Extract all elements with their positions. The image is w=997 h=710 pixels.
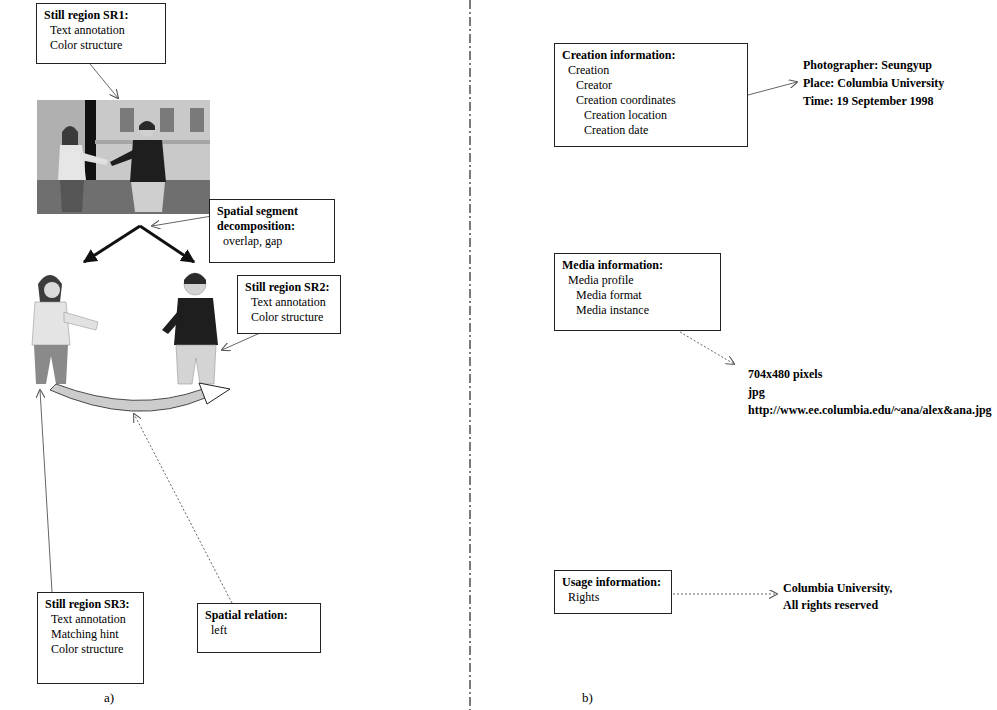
value-text: Columbia University, [783,581,892,596]
value-text: 704x480 pixels [748,367,822,382]
box-item: Creation location [562,108,739,123]
box-heading: Still region SR2: [245,280,332,295]
leader-line [90,64,118,98]
box-item: left [205,623,312,638]
box-item: Creation coordinates [562,93,739,108]
description-box: Creation information:CreationCreatorCrea… [554,43,748,147]
box-item: Creation [562,63,739,78]
box-heading: Still region SR1: [44,8,157,23]
divider [469,0,470,710]
panel-label: b) [582,690,593,705]
box-item: Rights [562,590,663,605]
box-item: overlap, gap [217,234,326,249]
box-heading: Spatial segment decomposition: [217,204,326,234]
box-item: Creator [562,78,739,93]
relation-arrow [50,384,205,411]
box-item: Color structure [45,642,135,657]
value-text: Place: Columbia University [803,76,944,91]
pointer-line [665,594,777,595]
value-text: jpg [748,385,765,400]
box-heading: Spatial relation: [205,608,312,623]
panel-label: a) [104,690,114,705]
box-heading: Usage information: [562,575,663,590]
box-item: Color structure [44,38,157,53]
box-item: Color structure [245,310,332,325]
figure-left [32,275,98,384]
box-item: Matching hint [45,627,135,642]
leader-line [222,333,260,350]
leader-line [152,216,212,226]
description-box: Media information:Media profileMedia for… [554,253,721,331]
description-box: Still region SR1:Text annotationColor st… [36,3,166,64]
description-box: Usage information:Rights [554,570,672,614]
decomposition-arrow [84,226,140,262]
box-heading: Media information: [562,258,712,273]
decomposition-arrow [140,226,194,262]
description-box: Spatial relation:left [197,603,321,653]
pointer-line [680,332,734,364]
box-item: Text annotation [44,23,157,38]
value-text: Time: 19 September 1998 [803,94,934,109]
leader-line [40,390,52,592]
box-item: Creation date [562,123,739,138]
box-item: Text annotation [45,612,135,627]
value-text: All rights reserved [783,598,878,613]
box-item: Text annotation [245,295,332,310]
leader-line [134,414,232,603]
value-text: http://www.ee.columbia.edu/~ana/alex&ana… [748,403,992,418]
box-item: Media format [562,288,712,303]
box-heading: Creation information: [562,48,739,63]
value-text: Photographer: Seungyup [803,58,932,73]
box-item: Media instance [562,303,712,318]
photo [37,100,210,214]
description-box: Still region SR3:Text annotationMatching… [37,592,144,684]
box-item: Media profile [562,273,712,288]
relation-arrowhead [199,383,230,404]
box-heading: Still region SR3: [45,597,135,612]
figure-right [162,273,218,384]
pointer-line [748,82,797,95]
description-box: Spatial segment decomposition:overlap, g… [209,199,335,263]
description-box: Still region SR2:Text annotationColor st… [237,275,341,334]
